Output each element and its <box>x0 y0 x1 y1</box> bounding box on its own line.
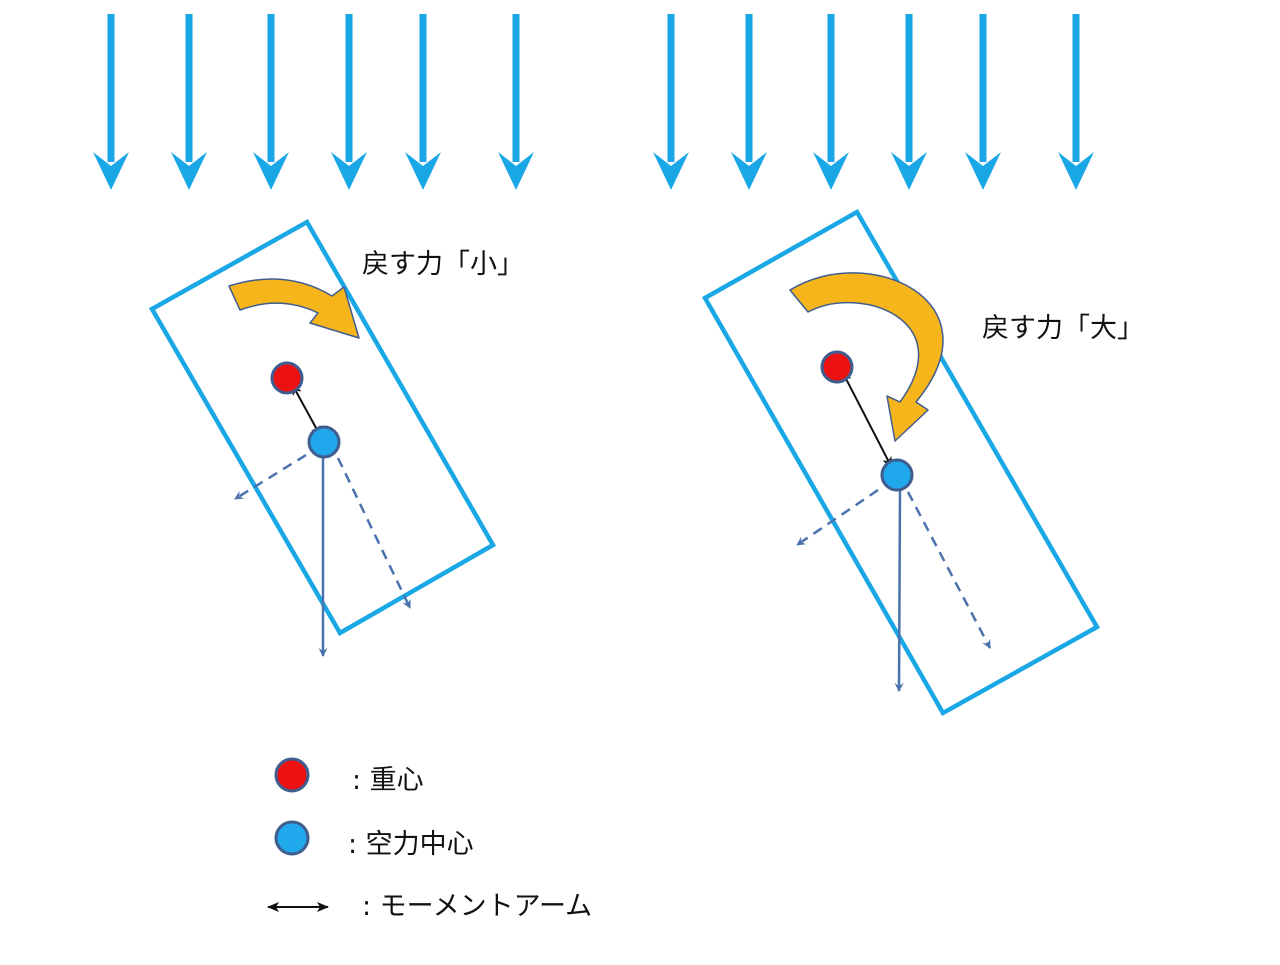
airflow-arrow <box>653 14 689 190</box>
airflow-arrow <box>965 14 1001 190</box>
legend-center-of-gravity-marker <box>274 757 310 793</box>
airflow-arrow <box>405 14 441 190</box>
restoring-force-label-right: 戻す力「大」 <box>982 313 1144 344</box>
body-outline-right <box>701 208 1101 717</box>
airflow-arrow <box>891 14 927 190</box>
airflow-arrows-right <box>653 14 1094 190</box>
resultant-force-vector <box>894 489 904 692</box>
center-of-pressure-right <box>880 458 914 492</box>
airflow-arrow <box>813 14 849 190</box>
airflow-arrow <box>93 14 129 190</box>
body-outline-left <box>148 218 497 637</box>
airflow-arrow <box>1058 14 1094 190</box>
right-panel <box>701 208 1101 717</box>
moment-arm-right <box>841 370 893 469</box>
restoring-arrow-small <box>228 278 360 339</box>
normal-force-vector <box>234 453 307 501</box>
airflow-arrow <box>253 14 289 190</box>
axial-force-vector <box>336 457 412 609</box>
left-panel <box>148 218 497 657</box>
legend-center-of-pressure-marker <box>274 820 310 856</box>
airflow-arrow <box>498 14 534 190</box>
legend-moment-arm-label: : モーメントアーム <box>362 891 593 922</box>
legend-center-of-pressure-label: : 空力中心 <box>348 829 474 860</box>
center-of-gravity-left <box>270 361 304 395</box>
legend <box>267 757 329 912</box>
normal-force-vector <box>796 488 879 547</box>
restoring-force-label-left: 戻す力「小」 <box>362 249 524 280</box>
center-of-gravity-right <box>820 350 854 384</box>
airflow-arrow <box>171 14 207 190</box>
restoring-arrow-large <box>789 272 944 442</box>
airflow-arrows-left <box>93 14 534 190</box>
airflow-arrow <box>731 14 767 190</box>
center-of-pressure-left <box>307 425 341 459</box>
axial-force-vector <box>906 491 992 649</box>
airflow-arrow <box>331 14 367 190</box>
legend-center-of-gravity-label: : 重心 <box>352 765 424 796</box>
